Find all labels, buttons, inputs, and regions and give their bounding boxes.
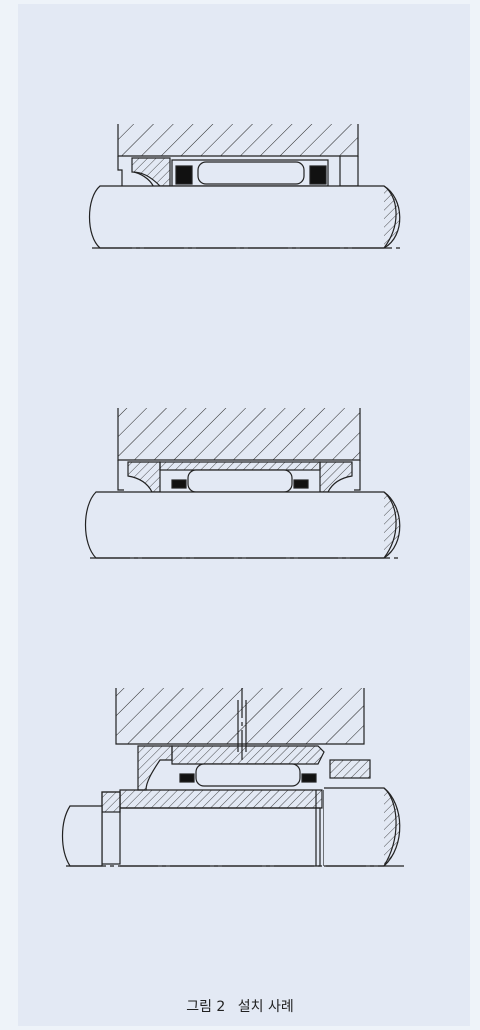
example-3-bearing-with-inner-ring <box>61 688 404 867</box>
black-seal-1a <box>175 165 193 185</box>
black-seal-1b <box>309 165 327 185</box>
shaft-shoulder-3 <box>329 759 371 779</box>
black-seal-2b <box>293 479 309 489</box>
housing-1-outline <box>117 124 359 157</box>
figure-number: 그림 2 <box>186 999 226 1015</box>
outer-ring-3 <box>171 745 325 765</box>
seal-2-right <box>319 461 353 493</box>
example-1-bearing-direct-on-shaft <box>89 124 402 249</box>
example-2-bearing-with-outer-ring <box>85 408 402 559</box>
seal-2-left <box>127 461 161 493</box>
outer-ring-2 <box>159 461 321 471</box>
shaft-2 <box>85 491 397 559</box>
housing-1 <box>118 124 358 156</box>
figure-title: 설치 사례 <box>237 999 294 1015</box>
seal-3-left <box>137 745 173 791</box>
needle-roller-1 <box>197 161 305 185</box>
needle-roller-2 <box>187 469 293 493</box>
housing-3 <box>116 688 364 744</box>
figure-caption: 그림 2 설치 사례 <box>0 996 480 1016</box>
needle-roller-3 <box>195 763 301 787</box>
black-seal-3b <box>301 773 317 783</box>
shaft-3 <box>61 805 103 867</box>
black-seal-3a <box>179 773 195 783</box>
shaft-1 <box>89 185 397 249</box>
black-seal-2a <box>171 479 187 489</box>
inner-ring-3 <box>119 789 323 809</box>
housing-2 <box>118 408 360 460</box>
